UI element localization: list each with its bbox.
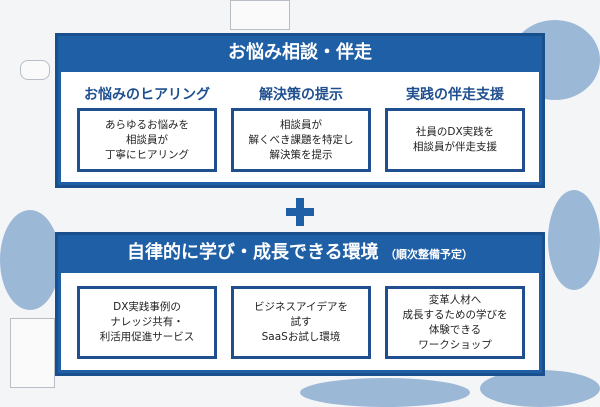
solution-box: 相談員が 解くべき課題を特定し 解決策を提示: [231, 108, 371, 172]
support-box: 社員のDX実践を 相談員が伴走支援: [385, 108, 525, 172]
column-label-hearing: お悩みのヒアリング: [84, 87, 210, 103]
column-label-solution: 解決策の提示: [259, 87, 343, 103]
knowledge-sharing-box: DX実践事例の ナレッジ共有・ 利活用促進サービス: [77, 286, 217, 359]
learning-title: 自律的に学び・成長できる環境: [127, 242, 379, 263]
plus-icon: [286, 198, 314, 226]
learning-note: （順次整備予定）: [384, 248, 473, 261]
column-label-support: 実践の伴走支援: [406, 87, 504, 103]
consultation-title: お悩み相談・伴走: [228, 42, 372, 63]
saas-trial-box: ビジネスアイデアを 試す SaaSお試し環境: [231, 286, 371, 359]
consultation-panel: お悩み相談・伴走 お悩みのヒアリング 解決策の提示 実践の伴走支援 あらゆるお悩…: [55, 33, 545, 188]
workshop-box: 変革人材へ 成長するための学びを 体験できる ワークショップ: [385, 286, 525, 359]
hearing-box: あらゆるお悩みを 相談員が 丁寧にヒアリング: [77, 108, 217, 172]
learning-environment-panel: 自律的に学び・成長できる環境 （順次整備予定） DX実践事例の ナレッジ共有・ …: [55, 232, 545, 376]
